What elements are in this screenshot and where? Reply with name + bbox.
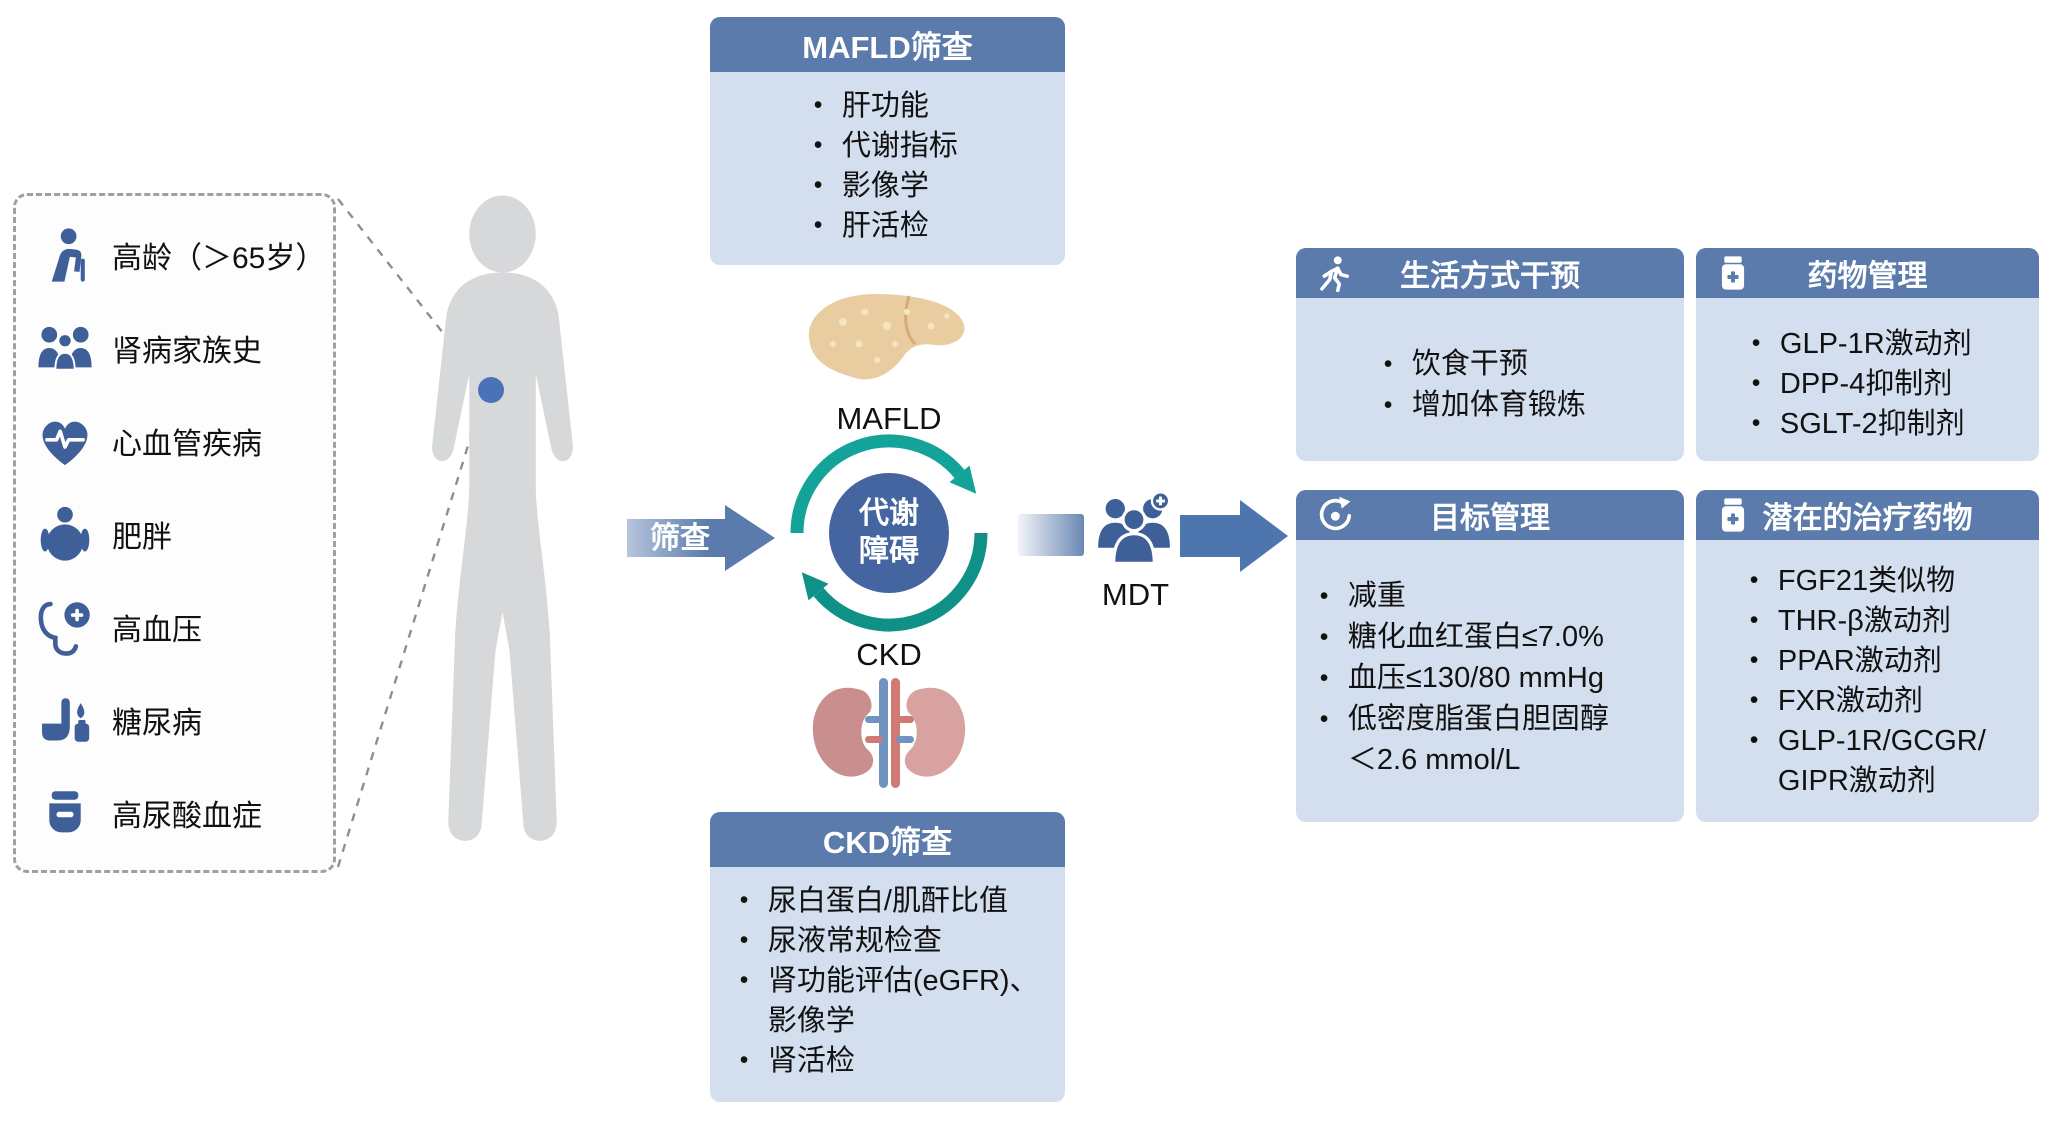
goal-management-title: 目标管理 [1430, 502, 1550, 535]
cycle-to-mdt-connector [1018, 514, 1084, 556]
list-item: 尿白蛋白/肌酐比值 [736, 881, 1049, 921]
list-item: FXR激动剂 [1746, 681, 2029, 721]
risk-item-cardiovascular: 心血管疾病 [16, 394, 333, 487]
metabolic-cycle [790, 434, 988, 632]
cycle-arrowhead-bottom [801, 572, 829, 601]
mdt-label: MDT [1101, 577, 1170, 612]
list-item: 血压≤130/80 mmHg [1316, 658, 1674, 699]
list-item: GLP-1R激动剂 [1748, 324, 2029, 364]
mafld-label: MAFLD [836, 401, 942, 436]
list-item: 减重 [1316, 576, 1674, 617]
list-item: PPAR激动剂 [1746, 641, 2029, 681]
lifestyle-header: 生活方式干预 [1296, 248, 1684, 298]
list-item: DPP-4抑制剂 [1748, 364, 2029, 404]
drug-management-title: 药物管理 [1807, 260, 1928, 293]
kidneys-illustration [812, 678, 966, 788]
cycle-arrowhead-top [949, 465, 977, 494]
ckd-screening-box: CKD筛查 尿白蛋白/肌酐比值 尿液常规检查 肾功能评估(eGFR)、 影像学 … [710, 812, 1065, 1102]
drug-management-list: GLP-1R激动剂 DPP-4抑制剂 SGLT-2抑制剂 [1696, 298, 2039, 444]
potential-drugs-title: 潜在的治疗药物 [1762, 502, 1973, 535]
list-item: 增加体育锻炼 [1380, 385, 1674, 426]
list-item: 肾活检 [736, 1041, 1049, 1081]
organ-marker-dot [478, 377, 504, 403]
risk-item-hypertension: 高血压 [16, 580, 333, 673]
list-item: 饮食干预 [1380, 344, 1674, 385]
mafld-screening-title: MAFLD筛查 [710, 17, 1065, 72]
metabolic-disorder-circle [829, 473, 949, 593]
risk-item-elderly: 高龄（＞65岁） [16, 208, 333, 301]
liver-illustration [808, 294, 965, 380]
uric-acid-icon [49, 790, 81, 832]
risk-item-hyperuricemia: 高尿酸血症 [16, 766, 333, 859]
blood-pressure-icon [38, 601, 90, 656]
mdt-team-icon [1098, 491, 1171, 565]
goal-management-box: 目标管理 减重 糖化血红蛋白≤7.0% 血压≤130/80 mmHg 低密度脂蛋… [1296, 490, 1684, 822]
risk-item-label: 肾病家族史 [112, 334, 262, 368]
risk-item-label: 糖尿病 [112, 706, 202, 740]
lifestyle-title: 生活方式干预 [1400, 260, 1580, 293]
list-item: 影像学 [810, 166, 1055, 206]
risk-factor-panel: 高龄（＞65岁） 肾病家族史 心血管疾病 [13, 193, 336, 873]
elderly-icon [51, 227, 85, 282]
risk-item-obesity: 肥胖 [16, 487, 333, 580]
family-icon [38, 326, 92, 371]
risk-item-label: 心血管疾病 [112, 427, 262, 461]
circle-line1: 代谢 [859, 497, 919, 530]
medicine-bottle-icon [1721, 256, 1745, 290]
risk-item-label: 肥胖 [112, 520, 172, 554]
mafld-screening-box: MAFLD筛查 肝功能 代谢指标 影像学 肝活检 [710, 17, 1065, 265]
mafld-screening-list: 肝功能 代谢指标 影像学 肝活检 [710, 72, 1065, 246]
lifestyle-intervention-box: 生活方式干预 饮食干预 增加体育锻炼 [1296, 248, 1684, 461]
medicine-bottle-icon [1721, 498, 1745, 532]
drug-management-header: 药物管理 [1696, 248, 2039, 298]
list-item: GLP-1R/GCGR/ GIPR激动剂 [1746, 721, 2029, 801]
list-item: 糖化血红蛋白≤7.0% [1316, 617, 1674, 658]
list-item: 肝功能 [810, 86, 1055, 126]
diabetes-icon [42, 697, 90, 742]
list-item: 肾功能评估(eGFR)、 影像学 [736, 961, 1049, 1041]
ckd-label: CKD [856, 637, 922, 672]
list-item: FGF21类似物 [1746, 561, 2029, 601]
lifestyle-list: 饮食干预 增加体育锻炼 [1296, 298, 1684, 426]
potential-drugs-header: 潜在的治疗药物 [1696, 490, 2039, 540]
potential-drugs-list: FGF21类似物 THR-β激动剂 PPAR激动剂 FXR激动剂 GLP-1R/… [1696, 540, 2039, 801]
circle-line2: 障碍 [859, 535, 919, 568]
risk-item-diabetes: 糖尿病 [16, 673, 333, 766]
risk-item-family-history: 肾病家族史 [16, 301, 333, 394]
ckd-screening-title: CKD筛查 [710, 812, 1065, 867]
patient-figure [432, 195, 573, 841]
goal-management-list: 减重 糖化血红蛋白≤7.0% 血压≤130/80 mmHg 低密度脂蛋白胆固醇 … [1296, 540, 1684, 781]
drug-management-box: 药物管理 GLP-1R激动剂 DPP-4抑制剂 SGLT-2抑制剂 [1696, 248, 2039, 461]
list-item: 尿液常规检查 [736, 921, 1049, 961]
cardiovascular-icon [42, 421, 88, 465]
list-item: THR-β激动剂 [1746, 601, 2029, 641]
goal-management-header: 目标管理 [1296, 490, 1684, 540]
screening-arrow-label: 筛查 [650, 522, 710, 555]
metabolic-disorder-text: 代谢 障碍 [779, 423, 999, 643]
risk-item-label: 高血压 [112, 613, 202, 647]
obesity-icon [40, 506, 90, 561]
potential-drugs-box: 潜在的治疗药物 FGF21类似物 THR-β激动剂 PPAR激动剂 FXR激动剂… [1696, 490, 2039, 822]
risk-item-label: 高尿酸血症 [112, 799, 262, 833]
ckd-screening-list: 尿白蛋白/肌酐比值 尿液常规检查 肾功能评估(eGFR)、 影像学 肾活检 [710, 867, 1065, 1081]
list-item: SGLT-2抑制剂 [1748, 404, 2029, 444]
mdt-to-management-arrow [1180, 500, 1288, 572]
list-item: 代谢指标 [810, 126, 1055, 166]
screening-arrow [627, 505, 775, 571]
target-icon [1319, 496, 1352, 531]
runner-icon [1320, 256, 1350, 292]
list-item: 低密度脂蛋白胆固醇 ＜2.6 mmol/L [1316, 699, 1674, 781]
risk-item-label: 高龄（＞65岁） [112, 241, 326, 275]
list-item: 肝活检 [810, 206, 1055, 246]
